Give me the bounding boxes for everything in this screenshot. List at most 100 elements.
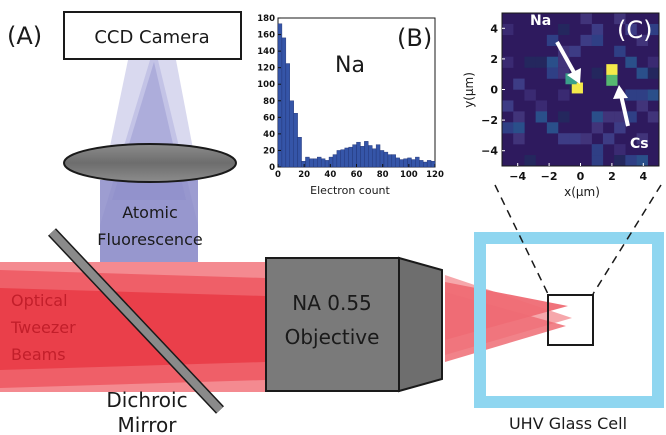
histogram-bar (305, 156, 310, 168)
image-pixel (546, 34, 559, 46)
histogram-bar (348, 146, 353, 168)
image-pixel (502, 122, 514, 134)
histogram-bar (289, 100, 294, 168)
image-pixel (558, 23, 570, 36)
histogram-bar (395, 157, 400, 168)
histogram-bar (340, 149, 345, 168)
na-arrow: Na (530, 13, 581, 84)
image-pixel (625, 23, 637, 36)
histogram-xtick-label: 60 (351, 170, 363, 180)
histogram-bar (375, 144, 381, 168)
objective: NA 0.55 Objective (265, 256, 443, 393)
image-pixel (614, 144, 626, 156)
image-pixel (524, 89, 536, 101)
image-pixel (636, 34, 648, 46)
image-pixel (558, 67, 570, 79)
image-pixel (591, 144, 604, 156)
image-pixel (591, 111, 604, 123)
image-pixel (602, 111, 615, 123)
histogram-bar (419, 160, 424, 168)
histogram-bar (391, 154, 396, 168)
image-ylabel: y(μm) (462, 72, 476, 108)
image-pixel (513, 111, 525, 123)
image-pixel (558, 89, 570, 101)
histogram-bar (309, 158, 314, 168)
image-pixel (546, 67, 559, 79)
image-xtick-label: −4 (509, 170, 526, 183)
image-pixel (513, 122, 525, 134)
histogram-xtick-label: 20 (298, 170, 310, 180)
image-pixel (636, 67, 648, 79)
histogram-ytick-label: 160 (257, 31, 275, 41)
image-pixel (569, 45, 581, 57)
image-pixel (502, 23, 514, 36)
image-xtick-label: 2 (608, 170, 616, 183)
panel-label-c: (C) (617, 16, 652, 44)
uhv-glass-cell-label: UHV Glass Cell (509, 414, 627, 433)
image-pixel (524, 56, 536, 68)
histogram-bar (387, 154, 393, 168)
image-pixels (502, 13, 660, 167)
histogram-bar (317, 156, 322, 168)
image-xtick-label: −2 (541, 170, 558, 183)
objective-label-line-1: NA 0.55 (292, 291, 372, 315)
image-pixel (546, 122, 559, 134)
histogram-bar (324, 160, 330, 168)
image-pixel (558, 56, 570, 68)
histogram-bar (430, 161, 436, 168)
tweezer-label-line-1: Optical (11, 291, 68, 310)
ccd-camera-label: CCD Camera (94, 27, 209, 48)
image-xlabel: x(μm) (564, 185, 600, 199)
histogram-ytick-label: 120 (257, 64, 275, 74)
histogram-ytick-label: 40 (263, 130, 275, 140)
histogram-bar (411, 159, 416, 168)
image-pixel (625, 56, 637, 68)
image-pixel (591, 34, 604, 46)
image-ytick-label: 2 (490, 53, 498, 66)
histogram-bar (368, 145, 373, 168)
image-pixel (625, 89, 637, 101)
image-ytick-label: 4 (490, 22, 498, 35)
image-pixel (580, 13, 592, 25)
mirror-label-line-2: Mirror (118, 413, 178, 435)
image-pixel (524, 155, 536, 167)
image-pixel (558, 133, 570, 145)
histogram-bar (372, 148, 377, 168)
histogram-bar (277, 23, 283, 168)
histogram-bar (403, 158, 408, 168)
histogram-xtick-label: 80 (377, 170, 389, 180)
tweezer-label-line-2: Tweezer (10, 318, 76, 337)
image-pixel (636, 89, 648, 101)
histogram-bar (285, 63, 290, 168)
cs-arrow-label: Cs (630, 136, 649, 152)
image-pixel (614, 122, 626, 134)
objective-label-line-2: Objective (285, 325, 380, 349)
image-pixel (625, 111, 637, 123)
image-pixel (591, 122, 604, 134)
image-pixel (546, 56, 559, 68)
image-pixel (614, 155, 626, 167)
histogram-xtick-label: 0 (275, 170, 281, 180)
fluorescence-label-line-1: Atomic (122, 203, 178, 222)
histogram-xlabel: Electron count (310, 184, 390, 197)
image-pixel (614, 45, 626, 57)
image-pixel (558, 111, 570, 123)
image-pixel (614, 111, 626, 123)
image-pixel (502, 56, 514, 68)
histogram-ytick-label: 180 (257, 14, 275, 24)
image-pixel (513, 133, 525, 145)
fluorescence-label-line-2: Fluorescence (97, 230, 202, 249)
histogram-xtick-label: 120 (426, 170, 444, 180)
image-pixel (591, 67, 604, 79)
image-pixel (625, 155, 637, 167)
panel-label-a: (A) (7, 22, 42, 50)
cs-arrow: Cs (613, 85, 649, 152)
ccd-camera: CCD Camera (63, 11, 242, 60)
lens (63, 143, 237, 183)
zoom-lines (494, 184, 662, 295)
image-bright-spot (571, 82, 583, 94)
